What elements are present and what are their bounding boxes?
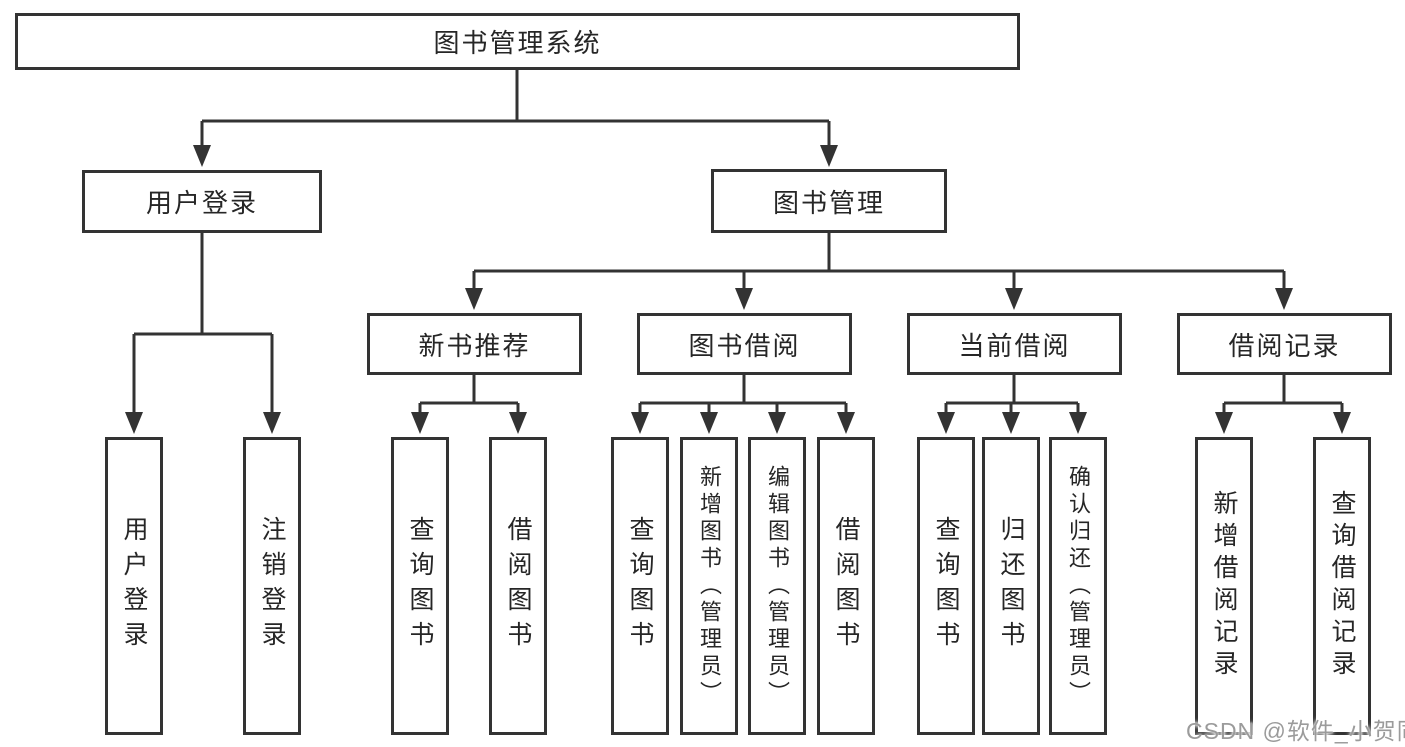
arrow-icon <box>193 145 211 167</box>
node-current-borrow: 当前借阅 <box>907 313 1122 375</box>
connector-root-split <box>200 70 831 147</box>
arrow-icon <box>263 412 281 434</box>
connector-book-management-split <box>472 233 1286 290</box>
arrow-icon <box>735 288 753 310</box>
arrow-icon <box>1215 412 1233 434</box>
arrow-icon <box>937 412 955 434</box>
node-user-login: 用户登录 <box>82 170 322 233</box>
connector-book-borrow-split <box>638 375 848 414</box>
node-new-book-recommend: 新书推荐 <box>367 313 582 375</box>
node-book-borrow: 图书借阅 <box>637 313 852 375</box>
leaf-query-books-current: 查询图书 <box>917 437 975 735</box>
arrow-icon <box>631 412 649 434</box>
leaf-confirm-return-admin: 确认归还（管理员） <box>1049 437 1107 735</box>
arrow-icon <box>820 145 838 167</box>
leaf-add-borrow-record: 新增借阅记录 <box>1195 437 1253 735</box>
connector-user-login-split <box>132 233 274 414</box>
leaf-borrow-books-borrow: 借阅图书 <box>817 437 875 735</box>
leaf-borrow-books-recommend: 借阅图书 <box>489 437 547 735</box>
leaf-edit-books-admin: 编辑图书（管理员） <box>748 437 806 735</box>
arrow-icon <box>837 412 855 434</box>
leaf-query-books-recommend: 查询图书 <box>391 437 449 735</box>
leaf-user-login: 用户登录 <box>105 437 163 735</box>
connector-borrow-record-split <box>1222 375 1344 414</box>
leaf-query-borrow-record: 查询借阅记录 <box>1313 437 1371 735</box>
arrow-icon <box>1275 288 1293 310</box>
leaf-logout: 注销登录 <box>243 437 301 735</box>
arrow-icon <box>1333 412 1351 434</box>
csdn-watermark: CSDN @软件_小贺同学 <box>1186 718 1405 744</box>
arrow-icon <box>1002 412 1020 434</box>
connector-current-borrow-split <box>944 375 1080 414</box>
leaf-return-books: 归还图书 <box>982 437 1040 735</box>
node-book-management: 图书管理 <box>711 169 947 233</box>
arrow-icon <box>465 288 483 310</box>
leaf-query-books-borrow: 查询图书 <box>611 437 669 735</box>
node-root: 图书管理系统 <box>15 13 1020 70</box>
arrow-icon <box>1005 288 1023 310</box>
arrow-icon <box>509 412 527 434</box>
connector-new-book-split <box>418 375 520 414</box>
leaf-add-books-admin: 新增图书（管理员） <box>680 437 738 735</box>
node-borrow-record: 借阅记录 <box>1177 313 1392 375</box>
arrow-icon <box>768 412 786 434</box>
arrow-icon <box>1069 412 1087 434</box>
arrowheads <box>125 145 1351 434</box>
arrow-icon <box>125 412 143 434</box>
arrow-icon <box>411 412 429 434</box>
arrow-icon <box>700 412 718 434</box>
